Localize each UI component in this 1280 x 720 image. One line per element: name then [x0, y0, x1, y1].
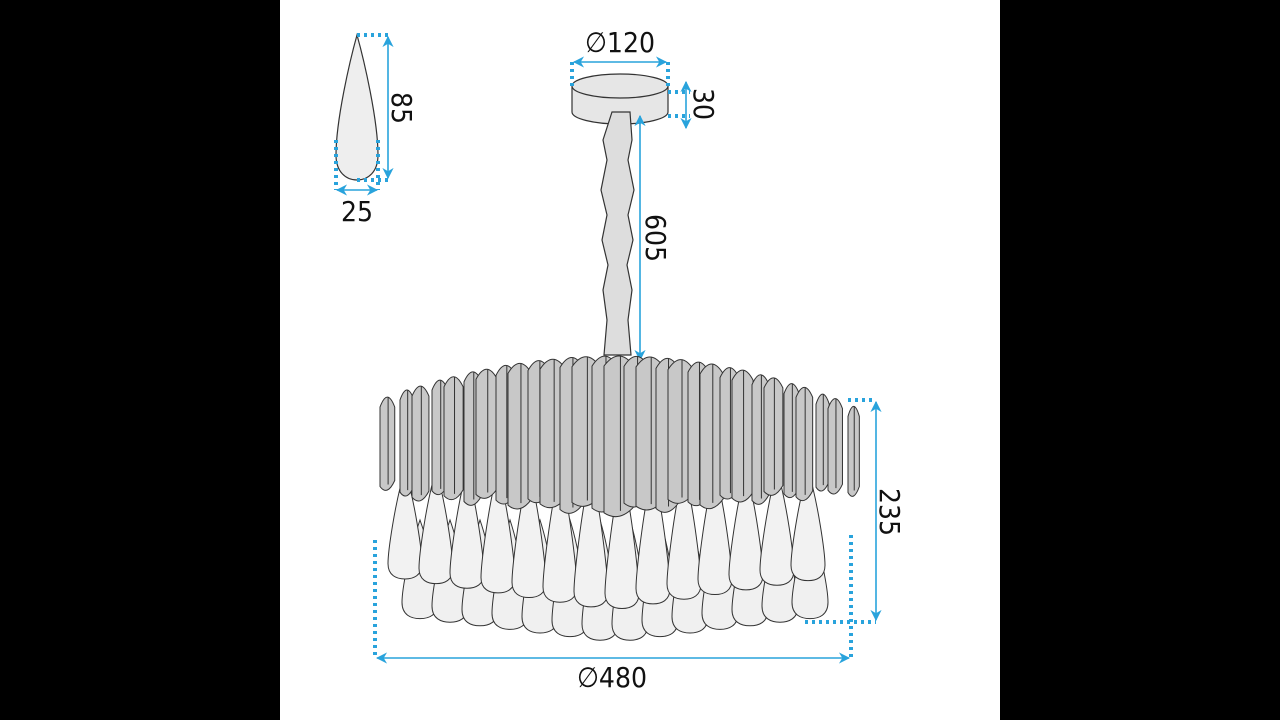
- crystal-drop: [790, 468, 826, 582]
- crystal-height-extension: [357, 33, 388, 182]
- crystal-drop: [666, 468, 702, 600]
- crystal-drop: [697, 468, 733, 596]
- shade-leaf: [763, 377, 784, 496]
- crystal-drop: [511, 468, 547, 599]
- canopy-diameter-label: ∅120: [585, 26, 655, 59]
- crystal-drop: [480, 468, 516, 594]
- crystal-width-label: 25: [341, 195, 373, 228]
- crystal-chain: [600, 111, 635, 356]
- shade-leaf: [411, 385, 430, 502]
- crystal-drop: [635, 469, 671, 605]
- shade-leaves-layer: [379, 355, 860, 518]
- crystal-drop: [604, 469, 640, 610]
- shade-leaf: [507, 362, 533, 510]
- crystal-height-label: 85: [385, 92, 418, 124]
- shade-leaf: [783, 383, 800, 499]
- crystal-drop: [759, 468, 795, 586]
- shade-leaf: [827, 398, 843, 495]
- lamp-height-extension: [805, 398, 876, 624]
- crystal-drop: [335, 32, 379, 181]
- lamp-diameter-label: ∅480: [577, 661, 647, 694]
- shade-leaf: [379, 396, 396, 491]
- crystal-drop: [387, 468, 423, 580]
- shade-leaf: [443, 376, 464, 501]
- drop-length-label: 605: [639, 214, 672, 262]
- shade-leaf: [847, 405, 860, 497]
- canopy-height-label: 30: [687, 88, 720, 120]
- crystal-drop: [542, 469, 578, 603]
- shade-leaf: [795, 386, 814, 502]
- crystal-width-extension: [334, 140, 380, 190]
- lamp-height-label: 235: [873, 488, 906, 536]
- crystal-drop: [728, 468, 764, 591]
- crystal-drop: [418, 468, 454, 585]
- shade-leaf: [475, 368, 498, 499]
- crystal-drop: [449, 468, 485, 589]
- crystal-drops-layer: [387, 468, 829, 641]
- shade-leaf: [815, 393, 830, 492]
- shade-leaf: [731, 369, 754, 503]
- shade-leaf: [667, 359, 694, 504]
- crystal-drop: [573, 469, 609, 608]
- lamp-diameter-extension: [373, 535, 853, 658]
